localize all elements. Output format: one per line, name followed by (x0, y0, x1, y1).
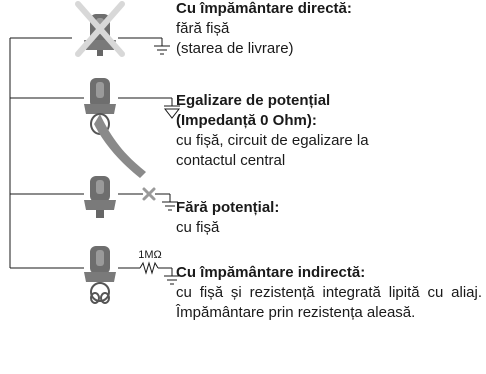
equipotential-icon (163, 98, 181, 119)
section-heading-indirect: Cu împământare indirectă: (176, 264, 366, 281)
resistor-label: 1MΩ (138, 249, 162, 261)
cross-icon (75, 1, 125, 57)
section-heading-floating: Fără potențial: (176, 199, 280, 216)
section-paragraph: cu fișă și rezistență integrată lipită c… (176, 284, 482, 321)
ground-icon (154, 38, 170, 55)
resistor-icon (139, 261, 159, 275)
cross-icon (142, 187, 156, 201)
section-line: (starea de livrare) (176, 40, 294, 57)
section-heading-direct: Cu împământare directă: (176, 0, 352, 17)
section-line: contactul central (176, 152, 286, 169)
ground-icon (162, 194, 178, 211)
section-subheading-impedance: (Impedanță 0 Ohm): (176, 112, 317, 129)
ground-icon (164, 268, 180, 285)
plug-icon (84, 78, 146, 178)
section-line: fără fișă (176, 20, 230, 37)
section-heading-equipotential: Egalizare de potențial (176, 92, 331, 109)
section-line: cu fișă (176, 219, 220, 236)
plug-icon (84, 176, 116, 218)
section-line: cu fișă, circuit de egalizare la (176, 132, 369, 149)
plug-icon (84, 246, 116, 304)
